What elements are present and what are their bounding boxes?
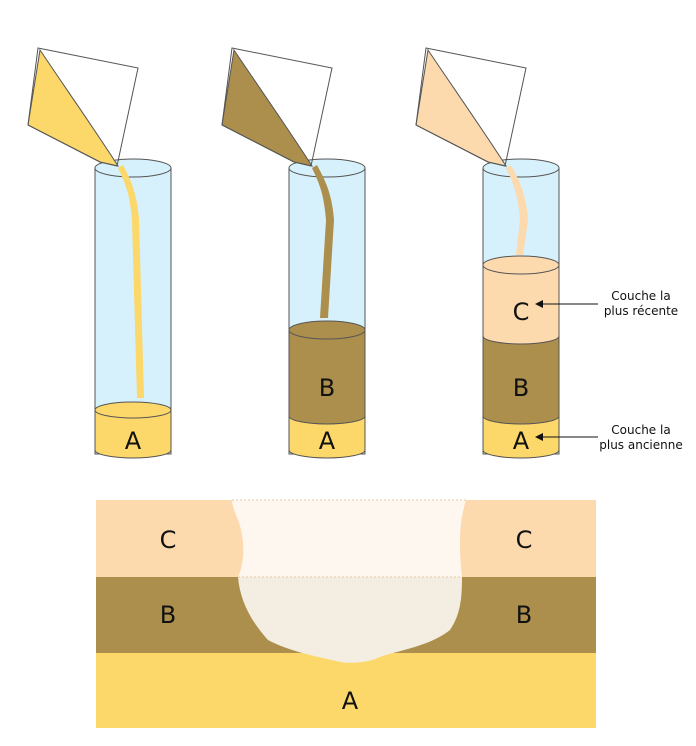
tube-2-layer-a <box>288 415 366 459</box>
tube-1-layer-a-top <box>94 401 172 419</box>
tube-3-layer-b <box>482 335 560 425</box>
section-layer-a <box>96 653 596 728</box>
tube-1-beaker <box>27 47 139 167</box>
section-cut-fill <box>238 577 462 663</box>
tube-3: C B A <box>415 47 560 459</box>
section-label-b-left: B <box>160 601 176 629</box>
tube-3-label-a: A <box>513 427 530 455</box>
section-label-b-right: B <box>516 601 532 629</box>
oldest-line2: plus ancienne <box>599 438 683 452</box>
oldest-line1: Couche la <box>611 423 670 437</box>
tube-3-label-c: C <box>513 298 530 326</box>
tube-1-label-a: A <box>125 427 142 455</box>
recent-line1: Couche la <box>611 289 670 303</box>
section-label-c-right: C <box>516 526 533 554</box>
tube-1-pour-stream <box>118 165 144 398</box>
cross-section: C C B B A <box>96 499 596 728</box>
annotation-oldest: Couche la plus ancienne <box>535 423 683 452</box>
section-label-c-left: C <box>160 526 177 554</box>
tube-2-label-a: A <box>319 427 336 455</box>
tube-2-beaker <box>221 47 333 167</box>
tube-2: B A <box>221 47 366 459</box>
recent-line2: plus récente <box>604 304 678 318</box>
tube-3-beaker <box>415 47 527 167</box>
tube-2-pour-stream <box>312 165 334 318</box>
tube-2-layer-b <box>288 329 366 425</box>
tube-3-layer-c <box>482 264 560 345</box>
tube-1: A <box>27 47 172 459</box>
tube-3-label-b: B <box>513 374 529 402</box>
tube-2-label-b: B <box>319 374 335 402</box>
tube-2-layer-b-top <box>288 320 366 340</box>
section-label-a: A <box>342 687 359 715</box>
tube-3-layer-c-top <box>482 255 560 275</box>
tube-3-layer-a <box>482 415 560 459</box>
tube-3-pour-stream <box>506 165 528 255</box>
tube-1-layer-a <box>94 409 172 459</box>
section-cut-top <box>232 500 466 577</box>
annotation-recent: Couche la plus récente <box>535 289 678 318</box>
